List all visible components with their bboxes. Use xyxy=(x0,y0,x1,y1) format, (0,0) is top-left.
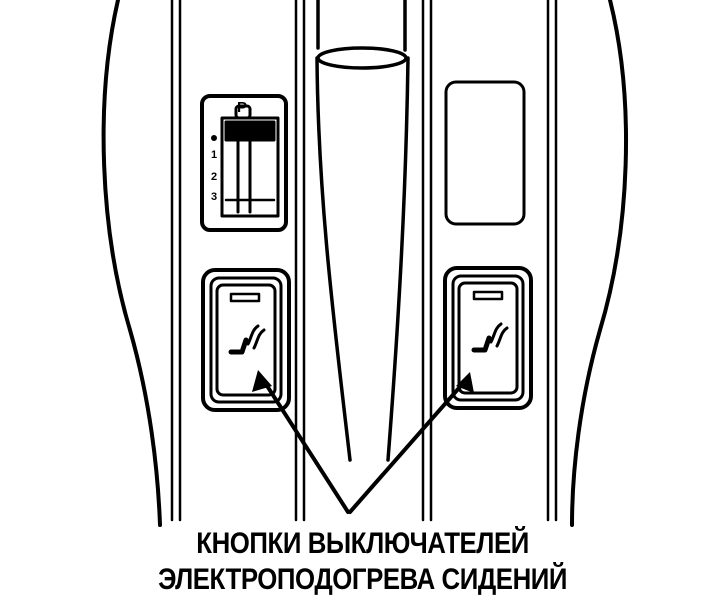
arrowhead-left xyxy=(252,370,272,392)
seat-heater-icon xyxy=(471,322,509,353)
shifter-dot xyxy=(211,135,217,141)
shifter-mark-2: 2 xyxy=(211,171,217,183)
caption-line-1: КНОПКИ ВЫКЛЮЧАТЕЛЕЙ xyxy=(196,527,529,560)
shifter-mark-p: P xyxy=(237,99,247,116)
panel-lines xyxy=(170,0,558,522)
seat-heater-icon xyxy=(228,324,266,355)
shifter-mark-1: 1 xyxy=(211,149,217,161)
arrowhead-right xyxy=(456,372,474,393)
shifter-panel xyxy=(200,94,288,232)
caption-line-2: ЭЛЕКТРОПОДОГРЕВА СИДЕНИЙ xyxy=(158,563,568,596)
right-seat-heater-switch[interactable] xyxy=(443,266,533,410)
blank-plate xyxy=(444,80,526,226)
console-left-edge xyxy=(101,0,162,527)
left-seat-heater-switch[interactable] xyxy=(201,268,291,412)
console-right-edge xyxy=(570,0,628,527)
leader-arrows xyxy=(260,376,468,514)
gear-lever xyxy=(315,0,410,462)
shifter-mark-3: 3 xyxy=(211,191,217,203)
